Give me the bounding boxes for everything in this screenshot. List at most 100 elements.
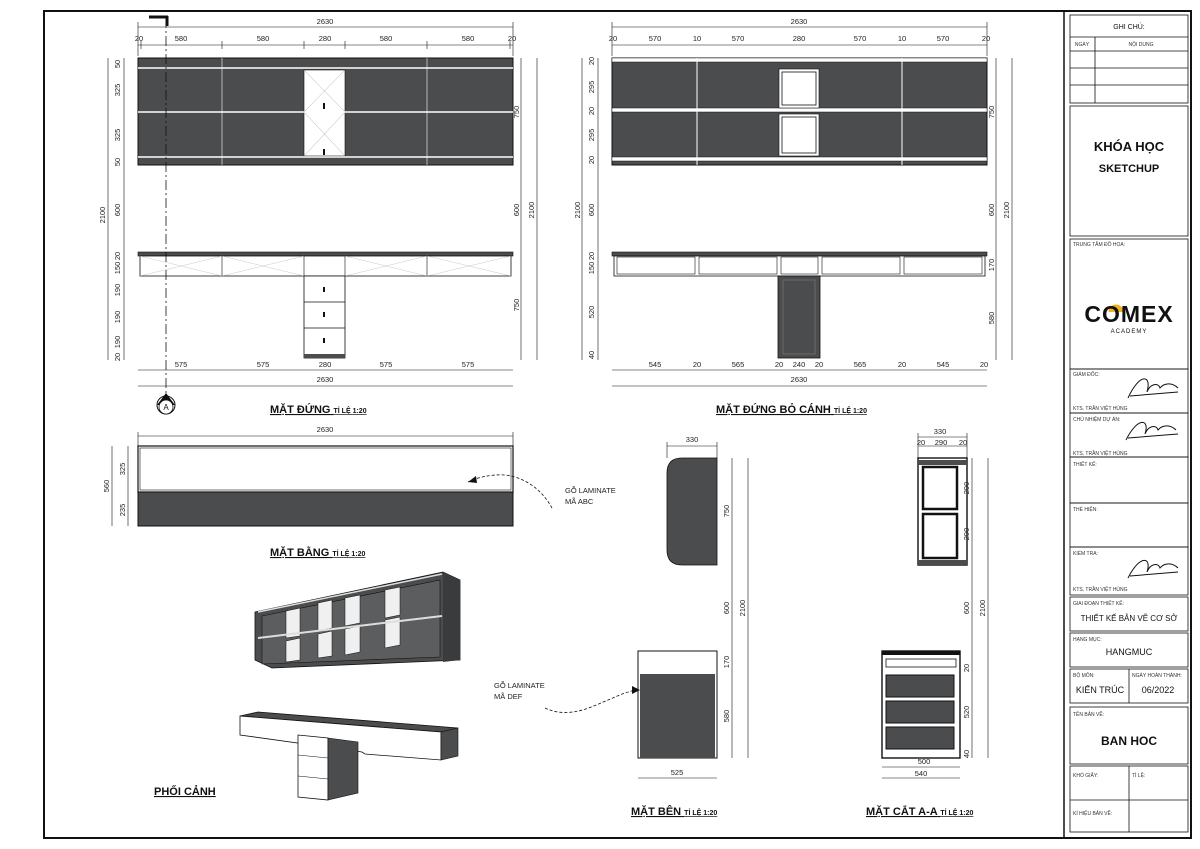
nodoor-top-seg: 570 bbox=[937, 34, 950, 43]
front-left-seg: 50 bbox=[113, 158, 122, 166]
sheet-border bbox=[43, 10, 1192, 839]
nodoor-bottom-seg: 20 bbox=[693, 360, 701, 369]
logo-main: COMEX bbox=[1084, 301, 1173, 327]
side-upper-cabinet bbox=[666, 457, 718, 566]
section-top-seg: 290 bbox=[935, 438, 948, 447]
front-bottom-seg: 575 bbox=[257, 360, 270, 369]
drafter-label: THỂ HIỆN: bbox=[1073, 505, 1098, 513]
nodoor-top-seg: 570 bbox=[854, 34, 867, 43]
front-left-lower: 20 bbox=[113, 252, 122, 260]
section-top-seg: 20 bbox=[917, 438, 925, 447]
phase-label: GIAI ĐOẠN THIẾT KẾ: bbox=[1073, 600, 1124, 607]
section-right-seg: 40 bbox=[962, 750, 971, 758]
director-name: KTS. TRẦN VIỆT HÙNG bbox=[1073, 404, 1128, 412]
side-right-seg: 580 bbox=[722, 710, 731, 723]
notes-header: GHI CHÚ: bbox=[1113, 22, 1145, 31]
drawing-label: TÊN BẢN VẼ: bbox=[1073, 710, 1104, 718]
director-signature bbox=[1127, 378, 1179, 399]
nodoor-top-seg: 570 bbox=[732, 34, 745, 43]
course-title: KHÓA HỌC bbox=[1094, 139, 1165, 154]
front-overall-height: 2100 bbox=[98, 207, 107, 224]
course-subtitle: SKETCHUP bbox=[1099, 163, 1160, 175]
front-right-total: 2100 bbox=[527, 202, 536, 219]
nodoor-bottom-seg: 545 bbox=[937, 360, 950, 369]
laminate-def-note: GỖ LAMINATE bbox=[494, 681, 545, 690]
front-top-seg: 580 bbox=[462, 34, 475, 43]
desk-top bbox=[137, 251, 514, 257]
nodoor-bottom-seg: 565 bbox=[732, 360, 745, 369]
section-view: 330 20 290 20 290 290 600 20 520 40 2100… bbox=[866, 427, 989, 818]
nodoor-bottom-seg: 565 bbox=[854, 360, 867, 369]
date-label: NGÀY HOÀN THÀNH: bbox=[1132, 672, 1182, 679]
side-right-seg: 170 bbox=[722, 656, 731, 669]
front-top-seg: 580 bbox=[380, 34, 393, 43]
front-top-seg: 20 bbox=[135, 34, 143, 43]
paper-label: KHỔ GIẤY: bbox=[1073, 772, 1098, 779]
section-right-seg: 290 bbox=[962, 528, 971, 541]
nodoor-right-seg: 170 bbox=[987, 259, 996, 272]
front-left-lower: 150 bbox=[113, 262, 122, 275]
front-left-seg: 50 bbox=[113, 60, 122, 68]
side-right-seg: 600 bbox=[722, 602, 731, 615]
plan-title: MẶT BẰNG TỈ LỆ 1:20 bbox=[270, 546, 366, 559]
designer-label: THIẾT KẾ: bbox=[1073, 461, 1097, 468]
front-top-seg: 20 bbox=[508, 34, 516, 43]
front-right-seg: 600 bbox=[512, 204, 521, 217]
front-bottom-seg: 575 bbox=[380, 360, 393, 369]
nodoor-left-seg: 295 bbox=[587, 81, 596, 94]
side-top-width: 330 bbox=[686, 435, 699, 444]
side-view: 330 GỖ LAMINATE MÃ DEF 750 600 170 580 2… bbox=[494, 435, 749, 818]
front-overall-width: 2630 bbox=[317, 17, 334, 26]
side-right-total: 2100 bbox=[738, 600, 747, 617]
content-col-header: NỘI DUNG bbox=[1129, 41, 1154, 48]
front-bottom-seg: 280 bbox=[319, 360, 332, 369]
upper-cabinet-door bbox=[303, 69, 346, 157]
title-block: GHI CHÚ: NGÀY NỘI DUNG KHÓA HỌC SKETCHUP… bbox=[1069, 14, 1189, 833]
front-elevation: 2630 20 580 580 280 580 580 20 bbox=[98, 15, 538, 416]
plan-depth: 560 bbox=[102, 480, 111, 493]
pm-signature bbox=[1125, 421, 1179, 441]
center-label: TRUNG TÂM ĐỒ HỌA: bbox=[1073, 241, 1125, 248]
nodoor-bottom-seg: 20 bbox=[815, 360, 823, 369]
section-right-seg: 600 bbox=[962, 602, 971, 615]
section-bottom-seg: 500 bbox=[918, 757, 931, 766]
front-right-seg: 750 bbox=[512, 106, 521, 119]
section-right-total: 2100 bbox=[978, 600, 987, 617]
side-desk-panel bbox=[640, 674, 715, 758]
nodoor-top-seg: 280 bbox=[793, 34, 806, 43]
nodoor-left-lower: 150 bbox=[587, 262, 596, 275]
nodoor-left-lower: 20 bbox=[587, 252, 596, 260]
nodoor-bottom-total: 2630 bbox=[791, 375, 808, 384]
checker-signature bbox=[1127, 559, 1179, 579]
nodoor-left-lower: 40 bbox=[587, 351, 596, 359]
nodoor-bottom-seg: 20 bbox=[980, 360, 988, 369]
desk-top-open bbox=[611, 251, 988, 257]
nodoor-top-seg: 570 bbox=[649, 34, 662, 43]
checker-label: KIỂM TRA: bbox=[1073, 550, 1098, 557]
section-bottom-total: 540 bbox=[915, 769, 928, 778]
section-title: MẶT CẮT A-A TỈ LỆ 1:20 bbox=[866, 805, 974, 818]
front-top-seg: 580 bbox=[257, 34, 270, 43]
perspective-view: PHỐI CẢNH bbox=[154, 571, 461, 801]
nodoor-right-total: 2100 bbox=[1002, 202, 1011, 219]
nodoor-top-seg: 20 bbox=[609, 34, 617, 43]
phase-value: THIẾT KẾ BẢN VẼ CƠ SỞ bbox=[1081, 613, 1178, 623]
nodoor-bottom-seg: 240 bbox=[793, 360, 806, 369]
ratio-label: TỈ LỆ: bbox=[1132, 771, 1145, 779]
date-value: 06/2022 bbox=[1142, 685, 1175, 695]
comex-logo: COMEX ACADEMY bbox=[1084, 301, 1173, 335]
nodoor-top-seg: 10 bbox=[693, 34, 701, 43]
dept-value: KIẾN TRÚC bbox=[1076, 685, 1125, 695]
item-label: HẠNG MỤC: bbox=[1073, 637, 1102, 643]
front-left-seg: 325 bbox=[113, 84, 122, 97]
nodoor-left-seg: 20 bbox=[587, 57, 596, 65]
front-bottom-seg: 575 bbox=[175, 360, 188, 369]
date-col-header: NGÀY bbox=[1075, 41, 1090, 48]
nodoor-left-seg: 20 bbox=[587, 156, 596, 164]
dept-label: BỘ MÔN: bbox=[1073, 672, 1095, 679]
front-left-lower: 20 bbox=[113, 353, 122, 361]
laminate-abc-code: MÃ ABC bbox=[565, 497, 594, 506]
section-right-seg: 290 bbox=[962, 482, 971, 495]
front-left-lower: 190 bbox=[113, 336, 122, 349]
nodoor-top-seg: 10 bbox=[898, 34, 906, 43]
